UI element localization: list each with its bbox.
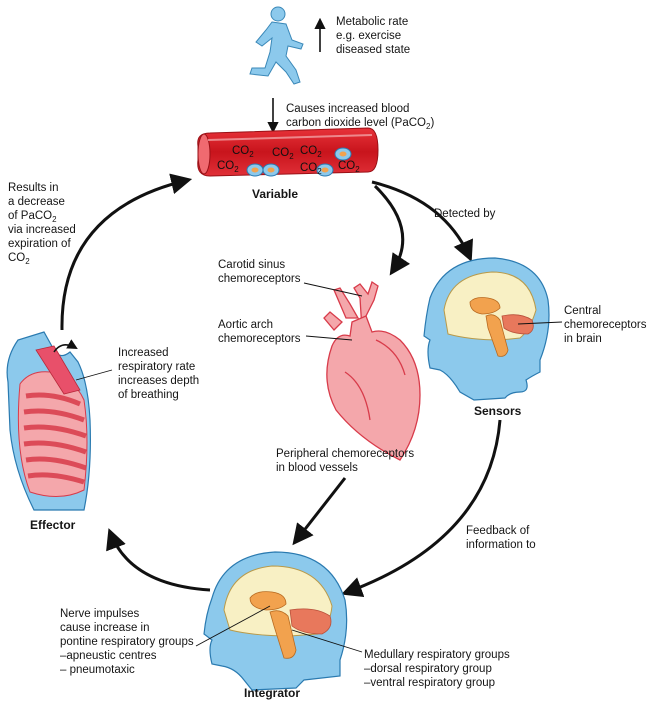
arrow-to-effector: [106, 528, 211, 592]
arrow-to-variable: [60, 173, 193, 331]
arrow-to-sensors: [371, 180, 473, 262]
cycle-arrows: [60, 173, 502, 598]
causes-label: Causes increased blood carbon dioxide le…: [286, 103, 435, 131]
sensors-head: [423, 257, 550, 401]
aortic-label: Aortic arch chemoreceptors: [218, 319, 301, 345]
nerve-impulses-label: Nerve impulses cause increase in pontine…: [60, 608, 194, 676]
effector-label: Effector: [30, 518, 76, 532]
integrator-label: Integrator: [244, 686, 301, 700]
arrow-to-integrator: [341, 419, 502, 598]
carotid-label: Carotid sinus chemoreceptors: [218, 259, 301, 285]
arrow-peripheral: [292, 477, 347, 546]
effector-pointer: [75, 369, 113, 381]
blood-vessel: [197, 127, 379, 177]
co2-label: CO2: [272, 147, 294, 161]
arrow-to-carotid: [373, 184, 411, 276]
integrator-head: [203, 551, 348, 691]
central-label: Central chemoreceptors in brain: [564, 305, 647, 345]
peripheral-label: Peripheral chemoreceptors in blood vesse…: [276, 448, 415, 474]
running-person-icon: [249, 6, 304, 85]
medulla-pointer: [291, 629, 363, 653]
carotid-pointer: [303, 282, 363, 297]
variable-label: Variable: [252, 187, 299, 201]
pons-pointer: [195, 605, 271, 647]
co2-label: CO2: [300, 162, 322, 176]
metabolic-label: Metabolic rate e.g. exercise diseased st…: [336, 16, 411, 56]
co2-label: CO2: [232, 145, 254, 159]
co2-label: CO2: [338, 160, 360, 174]
detected-by-label: Detected by: [434, 208, 496, 220]
aortic-pointer: [305, 335, 353, 341]
heart-illustration: [323, 280, 421, 461]
medullary-label: Medullary respiratory groups –dorsal res…: [364, 649, 510, 689]
effector-torso: [6, 331, 91, 511]
sensors-label: Sensors: [474, 404, 522, 418]
co2-label: CO2: [217, 160, 239, 174]
feedback-label: Feedback of information to: [466, 525, 536, 551]
increased-rate-label: Increased respiratory rate increases dep…: [118, 347, 200, 401]
results-label: Results in a decrease of PaCO2 via incre…: [8, 182, 76, 266]
co2-label: CO2: [300, 145, 322, 159]
central-pointer: [517, 321, 563, 325]
